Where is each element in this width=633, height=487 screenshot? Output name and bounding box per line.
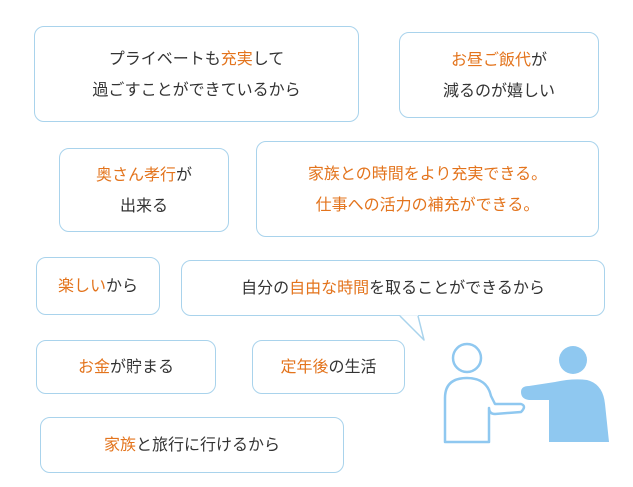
highlighted-text: 定年後 [280, 357, 329, 377]
bubble-text-line: 過ごすことができているから [92, 74, 300, 105]
text-segment: と旅行に行けるから [136, 435, 281, 455]
bubble-text-line: 家族との時間をより充実できる。 [308, 158, 547, 189]
bubble-lunch-money: お昼ご飯代が減るのが嬉しい [399, 32, 599, 118]
highlighted-text: お金 [77, 357, 110, 377]
bubble-text-line: 楽しいから [58, 270, 138, 301]
text-segment: を取ることができるから [369, 278, 545, 298]
bubble-text-line: 出来る [120, 190, 168, 221]
text-segment: の生活 [328, 357, 377, 377]
highlighted-text: 充実 [220, 48, 253, 68]
bubble-text-line: 自分の自由な時間を取ることができるから [241, 272, 545, 303]
text-segment: から [106, 276, 139, 296]
highlighted-text: お昼ご飯代 [450, 49, 531, 69]
bubble-family-travel: 家族と旅行に行けるから [40, 417, 344, 473]
bubble-family-time: 家族との時間をより充実できる。仕事への活力の補充ができる。 [256, 141, 599, 237]
bubble-text-line: 減るのが嬉しい [443, 75, 555, 106]
bubble-free-time: 自分の自由な時間を取ることができるから [181, 260, 605, 316]
bubble-text-line: 奥さん孝行が [96, 159, 192, 190]
right-person-filled-icon [521, 346, 609, 442]
left-person-outline-icon [443, 342, 526, 444]
highlighted-text: 自由な時間 [289, 278, 370, 298]
bubble-filial-piety: 奥さん孝行が出来る [59, 148, 229, 232]
bubble-text-line: 定年後の生活 [280, 351, 376, 382]
text-segment: 出来る [119, 196, 168, 215]
highlighted-text: 楽しい [57, 276, 106, 296]
text-segment: 自分の [241, 278, 290, 298]
text-segment: が貯まる [110, 357, 175, 377]
two-people-talking-illustration [443, 342, 609, 444]
bubble-private-time: プライベートも充実して過ごすことができているから [34, 26, 359, 122]
bubble-savings: お金が貯まる [36, 340, 216, 394]
text-segment: 過ごすことができているから [92, 80, 301, 99]
highlighted-text: 家族 [103, 435, 136, 455]
text-segment: 減るのが嬉しい [442, 81, 555, 100]
text-segment: が [176, 164, 193, 184]
highlighted-text: 家族との時間をより充実できる。 [307, 163, 548, 183]
bubble-text-line: お金が貯まる [78, 351, 174, 382]
text-segment: プライベートも [108, 48, 221, 68]
highlighted-text: 仕事への活力の補充ができる。 [315, 195, 540, 214]
text-segment: が [531, 49, 548, 69]
bubble-text-line: プライベートも充実して [109, 43, 285, 74]
bubble-fun: 楽しいから [36, 257, 160, 315]
text-segment: して [252, 48, 285, 68]
bubble-text-line: 家族と旅行に行けるから [104, 429, 280, 460]
bubble-text-line: 仕事への活力の補充ができる。 [316, 189, 540, 220]
bubble-text-line: お昼ご飯代が [451, 44, 547, 75]
bubble-retirement: 定年後の生活 [252, 340, 405, 394]
highlighted-text: 奥さん孝行 [95, 164, 176, 184]
